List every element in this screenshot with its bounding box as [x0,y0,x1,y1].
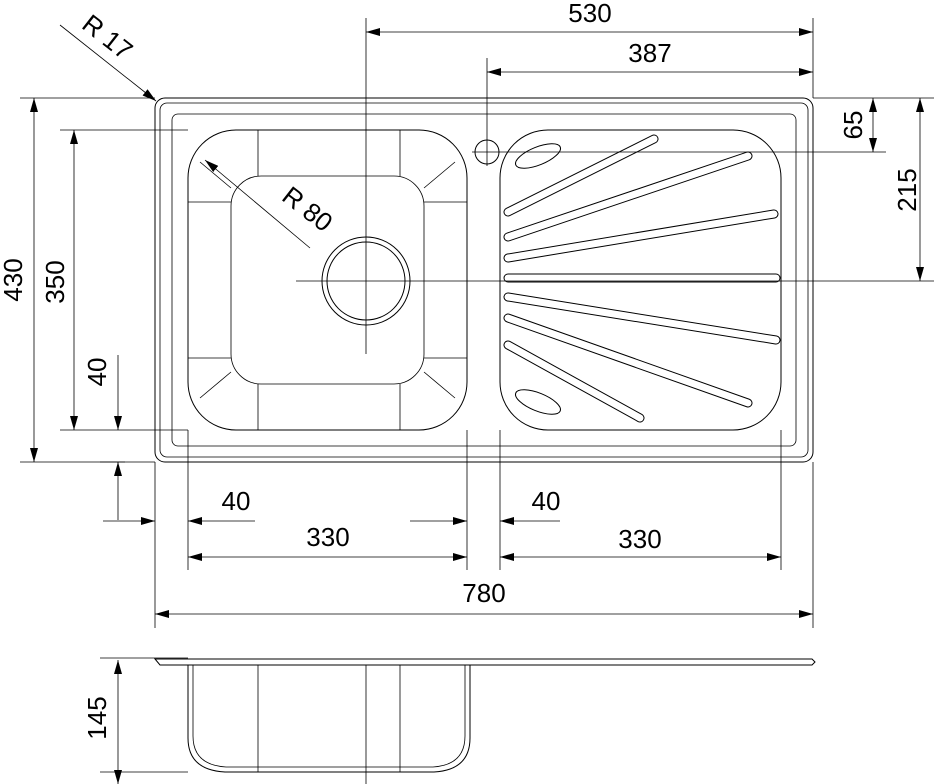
label-330-bowl: 330 [306,522,349,552]
section-bowl-outer [187,665,471,773]
drainer-groove-lower [503,292,781,423]
sink-rim-edge [159,102,809,458]
section-rim [153,658,816,666]
label-215: 215 [892,168,922,211]
label-530: 530 [568,0,611,28]
drainer-drop-bottom [514,389,562,415]
dim-leader-r17 [59,24,157,102]
bowl-facet-line [199,371,232,399]
label-145: 145 [82,696,112,739]
drainer-drop-top [514,143,562,169]
drainer-groove-upper [503,134,781,283]
bowl-outer [187,129,468,431]
label-40-vertical: 40 [82,358,112,387]
label-r80: R 80 [277,180,339,237]
bowl-floor [230,175,425,385]
sink-section-view [100,657,816,784]
sink-inner-edge [171,113,797,447]
sink-bowl [187,129,468,431]
bowl-facet-line [199,161,232,189]
label-40-drainer: 40 [532,486,561,516]
extension-lines [20,18,934,628]
label-65: 65 [838,111,868,140]
bowl-facet-line [423,371,456,399]
label-430: 430 [0,258,28,301]
section-bowl-inner [192,665,466,768]
label-780: 780 [462,578,505,608]
sink-outline [154,97,814,463]
drainer [499,129,782,431]
drainer-outline [499,129,782,431]
sink-outer-edge [154,97,814,463]
dim-leader-r80 [204,159,311,249]
label-387: 387 [628,38,671,68]
label-350: 350 [40,260,70,303]
bowl-facet-line [423,161,456,189]
dimension-labels: 530 387 780 330 330 40 40 430 350 40 65 … [0,0,922,740]
label-40-left: 40 [222,486,251,516]
dimension-lines [30,24,924,784]
label-330-drainer: 330 [618,524,661,554]
label-r17: R 17 [77,8,139,65]
